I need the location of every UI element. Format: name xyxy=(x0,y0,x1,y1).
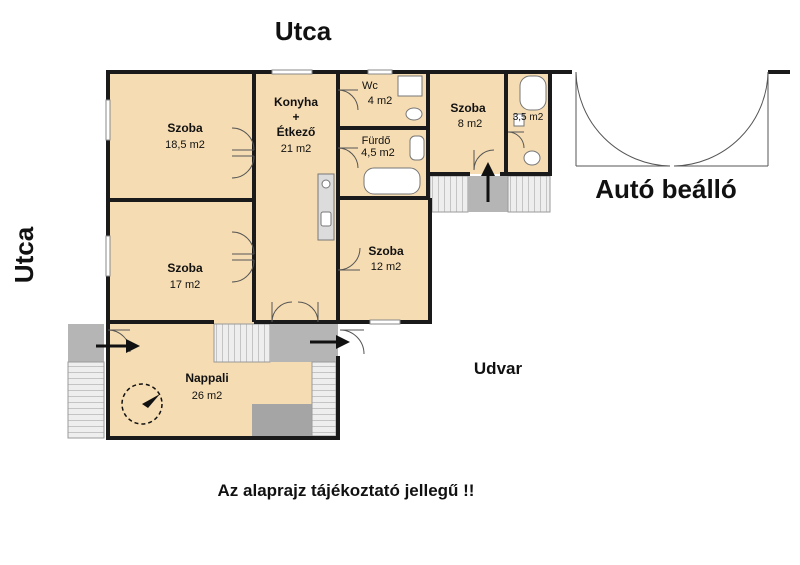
fixtures xyxy=(317,75,547,241)
door-wc xyxy=(337,89,359,111)
room-area-szoba4: 12 m2 xyxy=(371,261,402,273)
stairs-back-right xyxy=(507,175,551,213)
room-area-szoba1: 18,5 m2 xyxy=(165,139,205,151)
carport-gate xyxy=(575,71,769,167)
room-area-nappali: 26 m2 xyxy=(192,390,223,402)
room-area-wc2: 3,5 m2 xyxy=(513,112,544,123)
door-konyha-b xyxy=(297,301,319,323)
room-name-szoba1: Szoba xyxy=(167,121,203,135)
room-name-szoba2: Szoba xyxy=(167,261,203,275)
landing-entry xyxy=(68,324,104,362)
door-exit xyxy=(339,329,365,355)
wc-toilet xyxy=(405,107,423,121)
bathtub xyxy=(363,167,421,195)
room-name-konyha-3: Étkező xyxy=(277,124,316,139)
arrows xyxy=(96,162,495,353)
street-label-top: Utca xyxy=(275,16,332,46)
door-szoba3 xyxy=(473,149,495,171)
stairs-interior xyxy=(213,323,271,363)
room-name-furdo: Fürdő xyxy=(362,135,391,147)
floor-szoba1 xyxy=(108,72,254,200)
stairs xyxy=(67,175,551,439)
wc2-tub xyxy=(519,75,547,111)
room-name-konyha-2: + xyxy=(292,110,299,124)
door-szoba1-a xyxy=(231,127,255,151)
doors xyxy=(107,89,525,355)
room-name-szoba3: Szoba xyxy=(450,101,486,115)
stairs-entry xyxy=(67,361,105,439)
compass-icon xyxy=(121,383,163,425)
street-label-left: Utca xyxy=(9,226,39,283)
wc-sink xyxy=(397,75,423,97)
room-area-konyha: 21 m2 xyxy=(281,143,312,155)
room-area-szoba3: 8 m2 xyxy=(458,118,482,130)
door-furdo xyxy=(337,147,359,169)
carport-label: Autó beálló xyxy=(595,174,737,204)
door-wc2 xyxy=(507,131,525,149)
room-name-szoba4: Szoba xyxy=(368,244,404,258)
room-area-szoba2: 17 m2 xyxy=(170,279,201,291)
door-szoba1-b xyxy=(231,155,255,179)
room-area-furdo: 4,5 m2 xyxy=(361,147,395,159)
room-name-wc: Wc xyxy=(362,80,378,92)
stairs-lower xyxy=(311,361,337,437)
floor-szoba4 xyxy=(338,198,430,322)
door-szoba2-a xyxy=(231,231,255,255)
door-szoba2-b xyxy=(231,259,255,283)
wc2-toilet xyxy=(523,150,541,166)
stairs-back-left xyxy=(429,175,469,213)
room-name-konyha-1: Konyha xyxy=(274,95,318,109)
floor-szoba2 xyxy=(108,200,254,322)
landing-lower xyxy=(252,404,312,436)
furdo-toilet xyxy=(409,135,425,161)
wc2-sink xyxy=(513,113,525,127)
room-name-nappali: Nappali xyxy=(185,371,228,385)
room-area-wc: 4 m2 xyxy=(368,95,392,107)
floor-szoba3 xyxy=(428,72,506,174)
kitchen-sink xyxy=(320,211,332,227)
disclaimer: Az alaprajz tájékoztató jellegű !! xyxy=(218,481,475,500)
windows xyxy=(105,69,401,325)
door-konyha-a xyxy=(271,301,293,323)
door-szoba4 xyxy=(337,247,361,271)
yard-label: Udvar xyxy=(474,359,523,378)
